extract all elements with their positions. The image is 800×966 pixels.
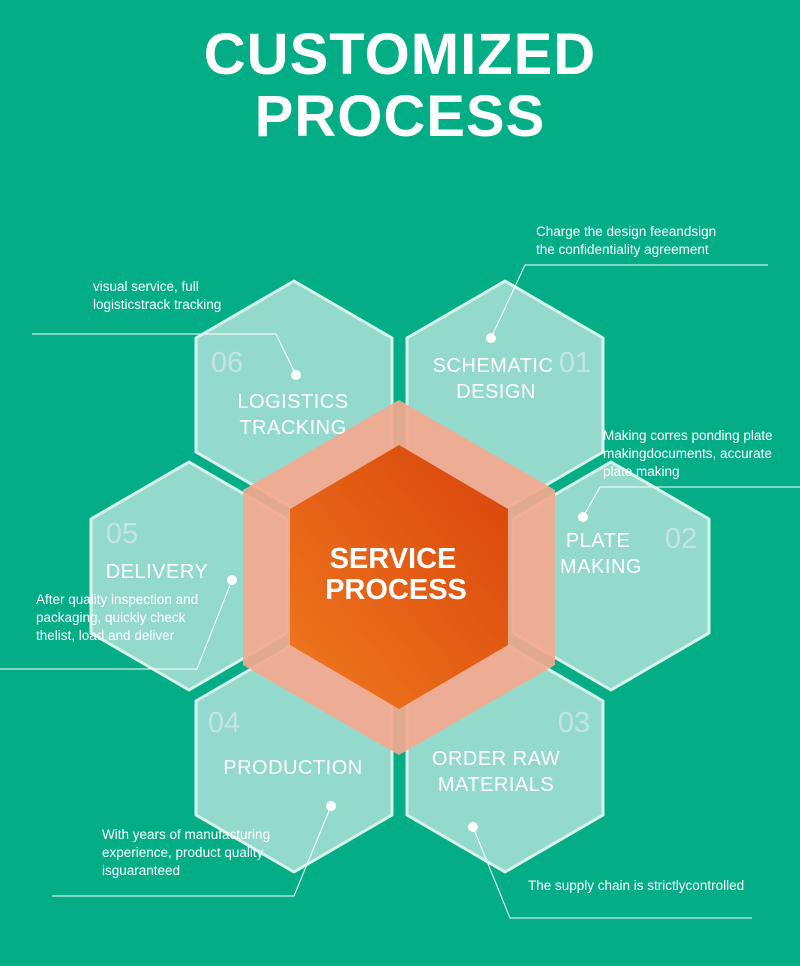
step-label-05: DELIVERY bbox=[106, 561, 209, 583]
callout-line-02 bbox=[582, 486, 800, 518]
note-02-line-2: makingdocuments, accurate bbox=[603, 446, 772, 461]
note-04-line-3: isguaranteed bbox=[102, 863, 181, 878]
note-01-line-1: Charge the design feeandsign bbox=[536, 224, 717, 239]
step-label-06-line-2: TRACKING bbox=[239, 417, 346, 439]
callout-lines bbox=[0, 264, 800, 919]
callout-line-06 bbox=[32, 333, 297, 376]
step-number-04: 04 bbox=[208, 707, 240, 739]
note-step-06: visual service, full logisticstrack trac… bbox=[93, 278, 221, 314]
page-title-line-2: PROCESS bbox=[254, 84, 546, 149]
callout-line-01 bbox=[490, 264, 768, 339]
callout-line-05 bbox=[0, 579, 233, 670]
callout-dot-01 bbox=[486, 333, 496, 343]
note-04-line-2: experience, product quality bbox=[102, 845, 264, 860]
callout-dot-03 bbox=[468, 822, 478, 832]
note-02-line-3: plate making bbox=[603, 464, 680, 479]
note-step-01: Charge the design feeandsign the confide… bbox=[536, 223, 716, 259]
note-05-line-2: packaging, quickiy check bbox=[36, 610, 186, 625]
callout-dot-02 bbox=[578, 512, 588, 522]
callout-dot-04 bbox=[326, 801, 336, 811]
note-03-line-1: The supply chain is strictlycontrolled bbox=[528, 878, 745, 893]
callout-dot-05 bbox=[227, 575, 237, 585]
callout-line-03 bbox=[472, 826, 752, 919]
step-label-06-line-1: LOGISTICS bbox=[237, 391, 348, 413]
note-05-line-3: thelist, load and deliver bbox=[36, 628, 175, 643]
step-label-04: PRODUCTION bbox=[223, 757, 362, 779]
note-02-line-1: Making corres ponding plate bbox=[603, 428, 773, 443]
note-04-line-1: With years of manufacturing bbox=[102, 827, 271, 842]
callout-dots bbox=[227, 333, 588, 832]
step-label-02-line-1: PLATE bbox=[566, 530, 630, 552]
step-number-05: 05 bbox=[106, 518, 138, 550]
note-step-04: With years of manufacturing experience, … bbox=[102, 826, 270, 880]
step-number-06: 06 bbox=[211, 347, 243, 379]
center-hexagon-inner bbox=[290, 445, 508, 709]
note-step-05: After quality inspection and packaging, … bbox=[36, 591, 198, 645]
page-title-line-1: CUSTOMIZED bbox=[203, 22, 597, 87]
step-number-02: 02 bbox=[665, 523, 697, 555]
step-label-02-line-2: MAKING bbox=[560, 556, 642, 578]
note-06-line-1: visual service, full bbox=[93, 279, 199, 294]
note-01-line-2: the confidentiality agreement bbox=[536, 242, 709, 257]
note-step-02: Making corres ponding plate makingdocume… bbox=[603, 427, 773, 481]
center-title-line-2: PROCESS bbox=[325, 574, 467, 606]
note-05-line-1: After quality inspection and bbox=[36, 592, 199, 607]
note-step-03: The supply chain is strictlycontrolled bbox=[528, 877, 744, 895]
step-label-03-line-1: ORDER RAW bbox=[432, 748, 560, 770]
step-number-03: 03 bbox=[558, 707, 590, 739]
callout-dot-06 bbox=[291, 370, 301, 380]
note-06-line-2: logisticstrack tracking bbox=[93, 297, 222, 312]
step-label-01-line-2: DESIGN bbox=[456, 381, 536, 403]
step-label-01-line-1: SCHEMATIC bbox=[433, 355, 554, 377]
step-number-01: 01 bbox=[559, 347, 591, 379]
callout-line-04 bbox=[52, 805, 332, 897]
center-title-line-1: SERVICE bbox=[330, 543, 457, 575]
step-label-03-line-2: MATERIALS bbox=[438, 774, 554, 796]
